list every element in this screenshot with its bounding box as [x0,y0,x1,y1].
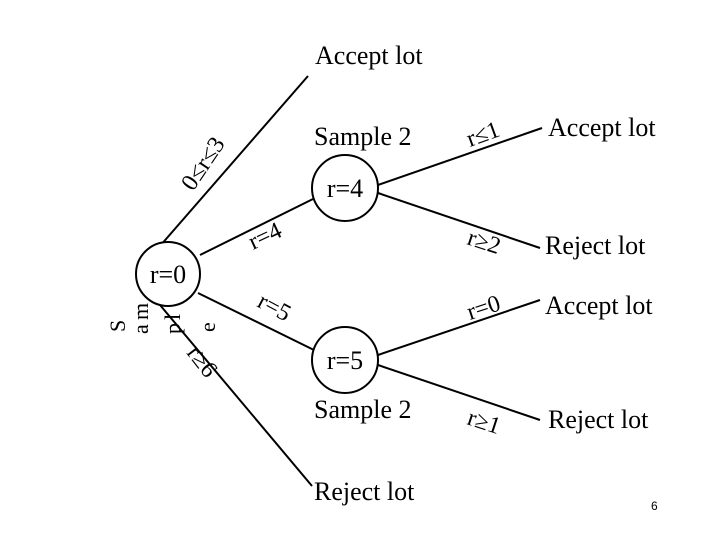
branch-r4-accept [377,127,543,186]
start-side-label: S [105,320,130,332]
start-node [135,241,201,307]
outcome-lower-accept: Accept lot [545,291,653,320]
start-side-label-col2: a m [128,303,153,334]
edge-label-lower-accept: r=0 [464,291,504,326]
outcome-upper-accept: Accept lot [548,113,656,142]
edge-label-bottom: r≥6 [181,341,222,383]
start-side-label-col3: p l [160,314,185,334]
branch-top [159,75,309,247]
outcome-top-accept: Accept lot [315,41,423,70]
start-side-letter: S [105,320,130,332]
edge-label-lower-reject: r≥1 [464,405,504,440]
start-side-letter: e [195,322,220,332]
sample2-upper-node [311,154,379,222]
start-side-letter: a [128,324,153,334]
lower-node-label: r=5 [327,346,363,375]
edge-label-top: 0≤r≤3 [176,132,230,195]
branch-r4-reject [377,192,541,249]
branch-r5-accept [377,299,541,356]
edge-label-to-r4: r=4 [245,218,286,256]
page-number: 6 [651,499,658,513]
start-side-letter: p [160,323,185,334]
edge-label-upper-accept: r≤1 [463,117,503,153]
branch-r5-reject [377,364,541,421]
sample2-upper-title: Sample 2 [314,122,412,151]
edge-label-to-r5: r=5 [253,288,295,327]
start-node-label: r=0 [150,260,186,289]
outcome-bottom-reject: Reject lot [314,477,415,506]
sample2-lower-title: Sample 2 [314,395,412,424]
branch-bottom [159,304,313,487]
start-side-letter: l [160,314,185,320]
branch-to-r4 [199,197,316,256]
upper-node-label: r=4 [327,174,363,203]
start-side-letter: m [128,303,153,320]
outcome-upper-reject: Reject lot [545,231,646,260]
start-side-label-col4: e [195,322,220,332]
branch-to-r5 [197,292,319,353]
outcome-lower-reject: Reject lot [548,405,649,434]
edge-label-upper-reject: r≥2 [464,225,504,260]
sample2-lower-node [311,326,379,394]
